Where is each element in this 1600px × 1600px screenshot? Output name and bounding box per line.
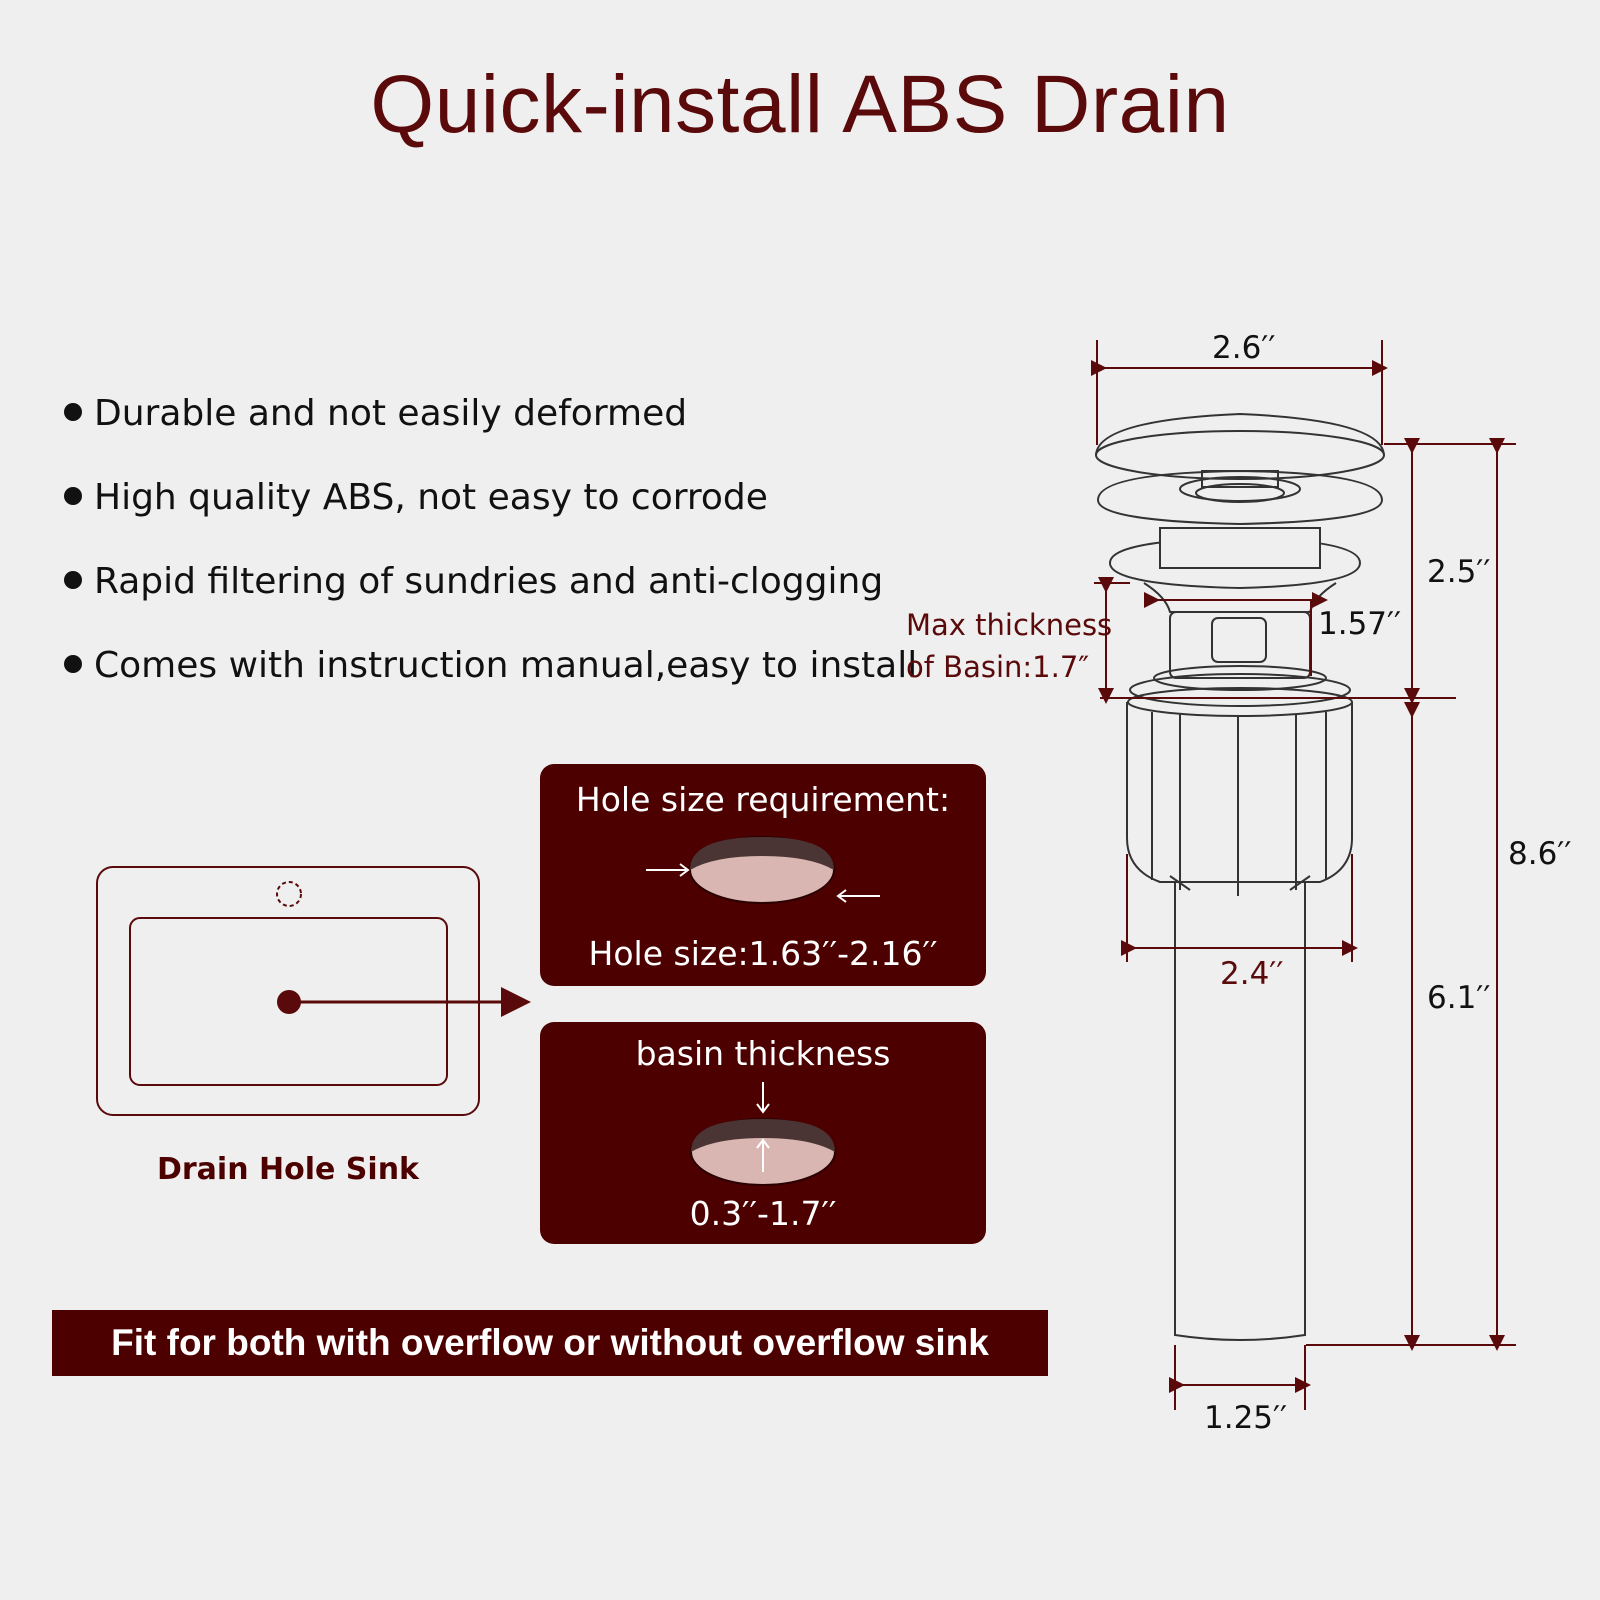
hole-icon (646, 836, 880, 904)
dim-collar-height: 1.57′′ (1318, 606, 1402, 642)
bullet-icon (64, 487, 82, 505)
bullet-icon (64, 403, 82, 421)
dim-pipe-height: 6.1′′ (1427, 980, 1491, 1016)
basin-thickness-title: basin thickness (635, 1034, 891, 1073)
feature-item: High quality ABS, not easy to corrode (64, 476, 917, 560)
dim-total-height: 8.6′′ (1508, 836, 1572, 872)
feature-text: High quality ABS, not easy to corrode (94, 477, 768, 518)
max-basin-thickness-label: Max thickness of Basin:1.7″ (906, 604, 1112, 688)
basin-thickness-value: 0.3′′-1.7′′ (689, 1194, 837, 1233)
feature-text: Comes with instruction manual,easy to in… (94, 645, 918, 686)
sink-label: Drain Hole Sink (156, 1152, 420, 1187)
dim-body-width: 2.4′′ (1220, 956, 1284, 992)
feature-text: Durable and not easily deformed (94, 393, 688, 434)
feature-item: Durable and not easily deformed (64, 392, 917, 476)
dim-upper-height: 2.5′′ (1427, 554, 1491, 590)
hole-size-title: Hole size requirement: (575, 780, 951, 819)
dim-pipe-width: 1.25′′ (1204, 1400, 1288, 1436)
basin-thickness-panel: basin thickness 0.3′′-1.7′′ (540, 1022, 986, 1244)
hole-size-value: Hole size:1.63′′-2.16′′ (588, 934, 938, 973)
bullet-icon (64, 655, 82, 673)
bullet-icon (64, 571, 82, 589)
max-thickness-line2: of Basin:1.7″ (906, 650, 1090, 684)
hole-size-panel: Hole size requirement: Hole size:1.63′′-… (540, 764, 986, 986)
basin-thickness-icon (690, 1082, 836, 1186)
dim-top-width: 2.6′′ (1212, 330, 1276, 366)
overflow-banner: Fit for both with overflow or without ov… (52, 1310, 1048, 1376)
feature-item: Rapid filtering of sundries and anti-clo… (64, 560, 917, 644)
max-thickness-line1: Max thickness (906, 608, 1113, 642)
drain-hole-icon (277, 990, 301, 1014)
page-title: Quick-install ABS Drain (370, 59, 1230, 150)
feature-list: Durable and not easily deformed High qua… (64, 392, 917, 728)
drain-icon (1095, 412, 1385, 1341)
feature-text: Rapid filtering of sundries and anti-clo… (94, 561, 884, 602)
feature-item: Comes with instruction manual,easy to in… (64, 644, 917, 728)
